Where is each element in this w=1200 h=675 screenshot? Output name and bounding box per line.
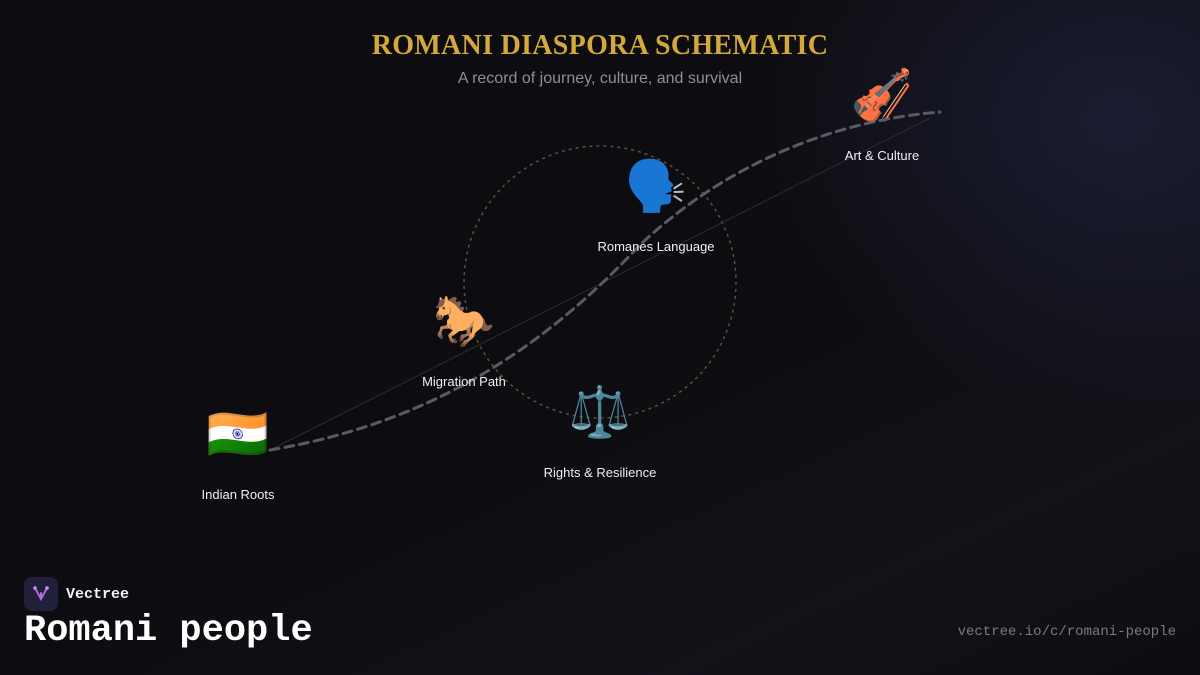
violin-icon: 🎻 [850,66,914,124]
node-label: Indian Roots [201,487,275,502]
node-label: Migration Path [422,374,506,389]
vectree-logo-icon [24,577,58,611]
node-rights-resilience: ⚖️ Rights & Resilience [500,381,700,480]
page-title: ROMANI DIASPORA SCHEMATIC [371,30,829,61]
balance-scale-icon: ⚖️ [568,383,632,441]
migration-curve [268,110,942,452]
node-label: Romanes Language [597,239,715,254]
brand: Vectree [24,577,129,611]
node-indian-roots: 🇮🇳 Indian Roots [138,403,338,502]
node-migration-path: 🐎 Migration Path [364,290,564,389]
india-flag-icon: 🇮🇳 [206,405,270,463]
node-art-culture: 🎻 Art & Culture [782,64,982,163]
speaking-head-icon: 🗣️ [624,157,688,215]
page-subtitle: A record of journey, culture, and surviv… [457,70,743,87]
node-label: Rights & Resilience [543,465,657,480]
center-ring [463,145,737,419]
horse-icon: 🐎 [432,292,496,350]
node-label: Art & Culture [844,148,920,163]
source-url[interactable]: vectree.io/c/romani-people [957,624,1176,640]
brand-name: Vectree [66,585,130,603]
topic-title: Romani people [24,610,313,652]
node-romanes-language: 🗣️ Romanes Language [556,155,756,254]
